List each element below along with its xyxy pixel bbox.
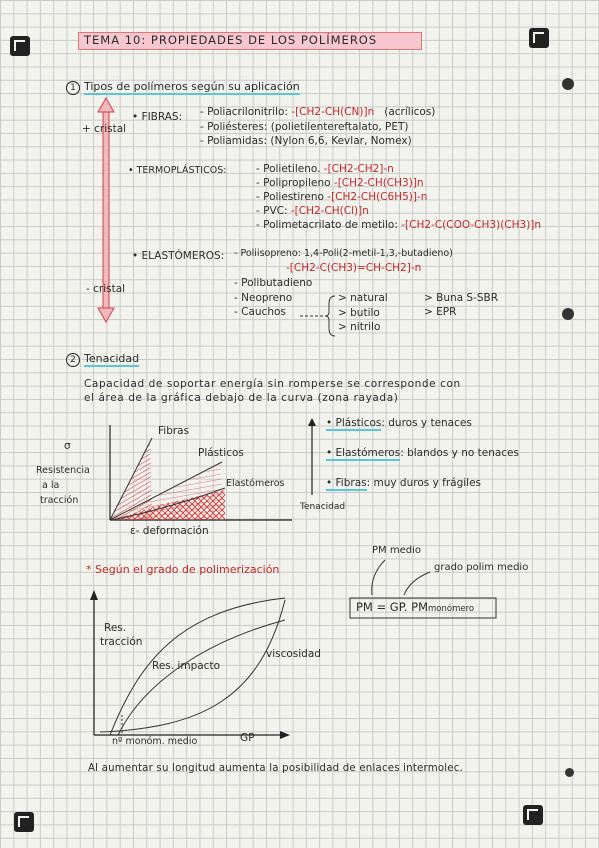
polymerization-graph: [90, 590, 290, 739]
section-2-heading: 2 Tenacidad: [66, 352, 140, 367]
corner-mark-bottom-left: [14, 812, 34, 832]
series-label-elastomeros: Elastómeros: [226, 478, 285, 489]
tenacidad-axis-label: Tenacidad: [300, 502, 346, 512]
section-3-heading: * Según el grado de polimerización: [86, 563, 280, 576]
x-axis-label-monomeros: nº monóm. medio: [112, 736, 198, 747]
y-axis-symbol: σ: [64, 440, 71, 452]
binder-hole-icon: [565, 768, 574, 777]
minus-cristal-label: - cristal: [86, 283, 126, 295]
corner-mark-top-left: [10, 36, 30, 56]
arrow-down-icon: [97, 307, 115, 324]
curve-label-res-impacto: Res. impacto: [152, 660, 220, 672]
series-label-plasticos: Plásticos: [198, 447, 244, 459]
footer-note: Al aumentar su longitud aumenta la posib…: [88, 763, 464, 774]
section-number: 1: [66, 81, 80, 95]
page-title: TEMA 10: PROPIEDADES DE LOS POLÍMEROS: [84, 33, 378, 47]
elasto-item-4: - Cauchos: [234, 306, 286, 318]
y-axis-label: a la: [42, 480, 60, 491]
arrow-up-icon: [308, 418, 316, 426]
x-axis-label-gp: GP: [240, 732, 255, 744]
y-axis-label: Resistencia: [36, 465, 90, 476]
corner-mark-bottom-right: [523, 805, 543, 825]
plus-cristal-label: + cristal: [82, 123, 127, 135]
tenacidad-list-elastomeros: • Elastómeros: blandos y no tenaces: [326, 447, 519, 461]
termo-item-4: - PVC: -[CH2-CH(Cl)]n: [256, 205, 369, 217]
termo-item-5: - Polimetacrilato de metilo: -[CH2-C(COO…: [256, 219, 542, 231]
fibras-item-1: - Poliacrilonitrilo: -[CH2-CH(CN)]n (acr…: [200, 106, 436, 118]
formula: -[CH2-C(CH3)=CH-CH2]-n: [286, 262, 422, 274]
caucho-natural: > natural: [338, 292, 388, 304]
termo-item-1: - Polietileno. -[CH2-CH2]-n: [256, 163, 394, 175]
elasto-item-3: - Neopreno: [234, 292, 293, 304]
section-1-heading: 1 Tipos de polímeros según su aplicación: [66, 80, 300, 95]
elastomeros-label: • ELASTÓMEROS:: [132, 250, 225, 262]
tenacidad-definition-1: Capacidad de soportar energía sin romper…: [84, 378, 461, 390]
caucho-buna: > Buna S-SBR: [424, 292, 499, 304]
fibras-label: • FIBRAS:: [132, 111, 183, 123]
formula: -[CH2-CH(CN)]n: [291, 106, 375, 118]
tenacidad-list-fibras: • Fibras: muy duros y frágiles: [326, 477, 482, 491]
elasto-item-1: - Poliisopreno: 1,4-Poli(2-metil-1,3,-bu…: [234, 248, 453, 259]
section-1-title: Tipos de polímeros según su aplicación: [84, 80, 300, 95]
fibras-item-3: - Poliamidas: (Nylon 6,6, Kevlar, Nomex): [200, 135, 412, 147]
elasto-item-2: - Polibutadieno: [234, 277, 313, 289]
arrow-up-icon: [97, 96, 115, 113]
caucho-butilo: > butilo: [338, 307, 380, 319]
title-highlight: [78, 32, 422, 50]
caucho-nitrilo: > nitrilo: [338, 321, 381, 333]
y-axis-label: tracción: [40, 495, 79, 506]
corner-mark-top-right: [529, 28, 549, 48]
pm-formula: PM = GP. PMmonómero: [356, 600, 475, 614]
crystallinity-bar: [102, 111, 110, 309]
tenacidad-definition-2: el área de la gráfica debajo de la curva…: [84, 392, 399, 404]
caucho-epr: > EPR: [424, 306, 457, 318]
tenacidad-list-plasticos: • Plásticos: duros y tenaces: [326, 417, 472, 431]
fibras-item-2: - Poliésteres: (polietilentereftalato, P…: [200, 121, 409, 133]
arrow-pointer: [371, 559, 386, 596]
section-number: 2: [66, 353, 80, 367]
pm-medio-label: PM medio: [372, 545, 421, 556]
brace-icon: [324, 295, 336, 337]
binder-hole-icon: [562, 78, 574, 90]
formula-box: [349, 597, 497, 619]
curve-label-viscosidad: viscosidad: [266, 648, 321, 660]
x-axis-label: ε- deformación: [130, 525, 209, 537]
gp-medio-label: grado polim medio: [434, 562, 529, 573]
series-label-fibras: Fibras: [158, 425, 190, 437]
tenacity-graph: [109, 425, 292, 521]
binder-hole-icon: [562, 308, 574, 320]
arrow-pointer: [403, 571, 431, 596]
termo-item-2: - Polipropileno -[CH2-CH(CH3)]n: [256, 177, 424, 189]
termoplasticos-label: • TERMOPLÁSTICOS:: [128, 165, 227, 176]
termo-item-3: - Poliestireno -[CH2-CH(C6H5)]-n: [256, 191, 428, 203]
curve-label-res-traccion: tracción: [100, 636, 143, 648]
curve-label-res-traccion: Res.: [104, 622, 127, 634]
section-2-title: Tenacidad: [84, 352, 140, 367]
